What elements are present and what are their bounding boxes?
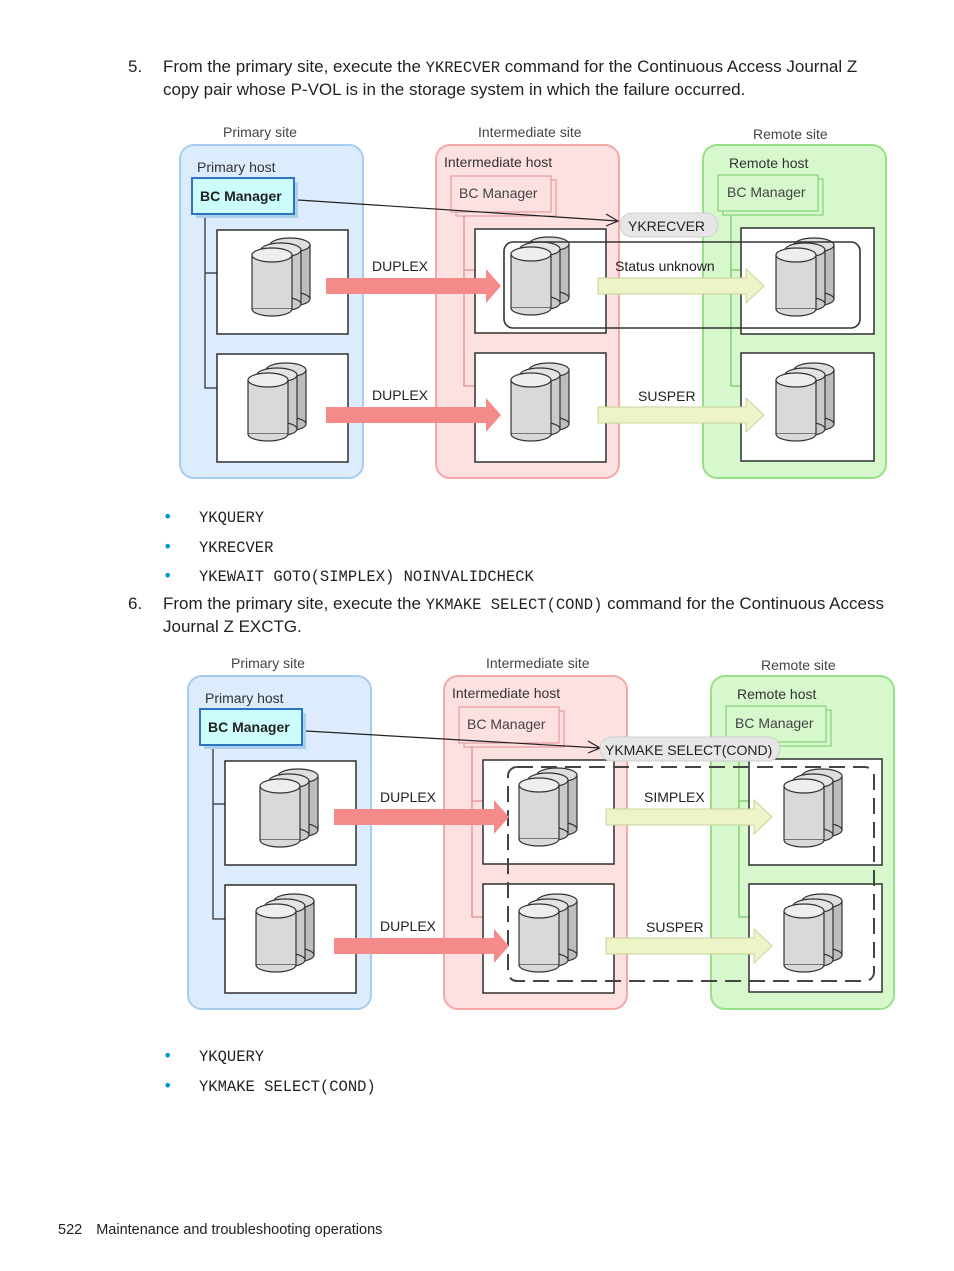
svg-text:BC Manager: BC Manager: [467, 716, 546, 732]
list-item: •YKQUERY: [163, 1046, 265, 1066]
intermediate-site-label: Intermediate site: [478, 124, 582, 140]
arrow-label-simplex: SIMPLEX: [644, 789, 705, 805]
volume-icon: [247, 362, 307, 442]
duplex-arrow-2: [334, 929, 509, 963]
step-text: From the primary site, execute the YKREC…: [163, 57, 858, 99]
arrow-label-susper: SUSPER: [646, 919, 704, 935]
svg-text:BC Manager: BC Manager: [200, 188, 282, 204]
diagram-ykrecver: Primary site Intermediate site Remote si…: [179, 124, 887, 479]
volume-icon: [518, 893, 578, 973]
volume-icon: [783, 768, 843, 848]
remote-host-label: Remote host: [729, 155, 808, 171]
command-label: YKRECVER: [628, 218, 705, 234]
duplex-arrow-2: [326, 398, 501, 432]
bc-manager-remote: [717, 174, 819, 212]
command-badge: [599, 736, 781, 762]
susper-arrow: [597, 396, 765, 434]
command-code: YKRECVER: [425, 59, 501, 77]
svg-text:BC Manager: BC Manager: [208, 719, 290, 735]
intermediate-site-label: Intermediate site: [486, 655, 590, 671]
volume-icon: [775, 362, 835, 442]
volume-icon: [259, 768, 319, 848]
volume-icon: [518, 767, 578, 847]
page-footer: 522 Maintenance and troubleshooting opera…: [58, 1222, 382, 1238]
list-item: •YKEWAIT GOTO(SIMPLEX) NOINVALIDCHECK: [163, 566, 534, 586]
primary-host-label: Primary host: [197, 159, 276, 175]
svg-text:BC Manager: BC Manager: [735, 715, 814, 731]
exctg-dashed-box: [507, 766, 875, 982]
volume-icon: [775, 237, 835, 317]
intermediate-host-label: Intermediate host: [452, 685, 560, 701]
primary-site-label: Primary site: [231, 655, 305, 671]
arrow-label-susper: SUSPER: [638, 388, 696, 404]
bc-manager-primary: [199, 708, 303, 746]
bc-manager-intermediate: [450, 175, 552, 213]
command-label: YKMAKE SELECT(COND): [605, 742, 772, 758]
list-item: •YKQUERY: [163, 507, 265, 527]
svg-text:BC Manager: BC Manager: [459, 185, 538, 201]
remote-site-label: Remote site: [753, 126, 828, 142]
primary-host-label: Primary host: [205, 690, 284, 706]
footer-title: Maintenance and troubleshooting operatio…: [96, 1222, 383, 1238]
intermediate-host-label: Intermediate host: [444, 154, 552, 170]
arrow-label-status-unknown: Status unknown: [615, 258, 715, 274]
step-number: 6.: [128, 594, 143, 613]
volume-icon: [783, 893, 843, 973]
command-badge: [619, 212, 719, 238]
duplex-arrow-1: [334, 800, 509, 834]
status-unknown-arrow: [597, 267, 765, 305]
arrow-label-duplex-1: DUPLEX: [372, 258, 429, 274]
command-list-2: •YKQUERY •YKMAKE SELECT(COND): [163, 1046, 376, 1106]
arrow-label-duplex-2: DUPLEX: [380, 918, 437, 934]
primary-site-label: Primary site: [223, 124, 297, 140]
step-text: From the primary site, execute the YKMAK…: [163, 594, 884, 636]
volume-icon: [255, 893, 315, 973]
command-list-1: •YKQUERY •YKRECVER •YKEWAIT GOTO(SIMPLEX…: [163, 507, 534, 597]
volume-icon: [510, 362, 570, 442]
bc-manager-primary: [191, 177, 295, 215]
susper-arrow: [605, 927, 773, 965]
remote-host-label: Remote host: [737, 686, 816, 702]
step-number: 5.: [128, 57, 143, 76]
arrow-label-duplex-1: DUPLEX: [380, 789, 437, 805]
list-item: •YKRECVER: [163, 536, 274, 557]
volume-icon: [251, 237, 311, 317]
duplex-arrow-1: [326, 269, 501, 303]
page-number: 522: [58, 1222, 83, 1238]
simplex-arrow: [605, 798, 773, 836]
command-code: YKMAKE SELECT(COND): [425, 596, 603, 614]
svg-text:BC Manager: BC Manager: [727, 184, 806, 200]
bc-manager-intermediate: [458, 706, 560, 744]
diagram-ykmake: Primary site Intermediate site Remote si…: [187, 655, 895, 1010]
volume-icon: [510, 236, 570, 316]
arrow-label-duplex-2: DUPLEX: [372, 387, 429, 403]
remote-site-label: Remote site: [761, 657, 836, 673]
pair-selection-box: [503, 241, 861, 329]
list-item: •YKMAKE SELECT(COND): [163, 1075, 376, 1096]
